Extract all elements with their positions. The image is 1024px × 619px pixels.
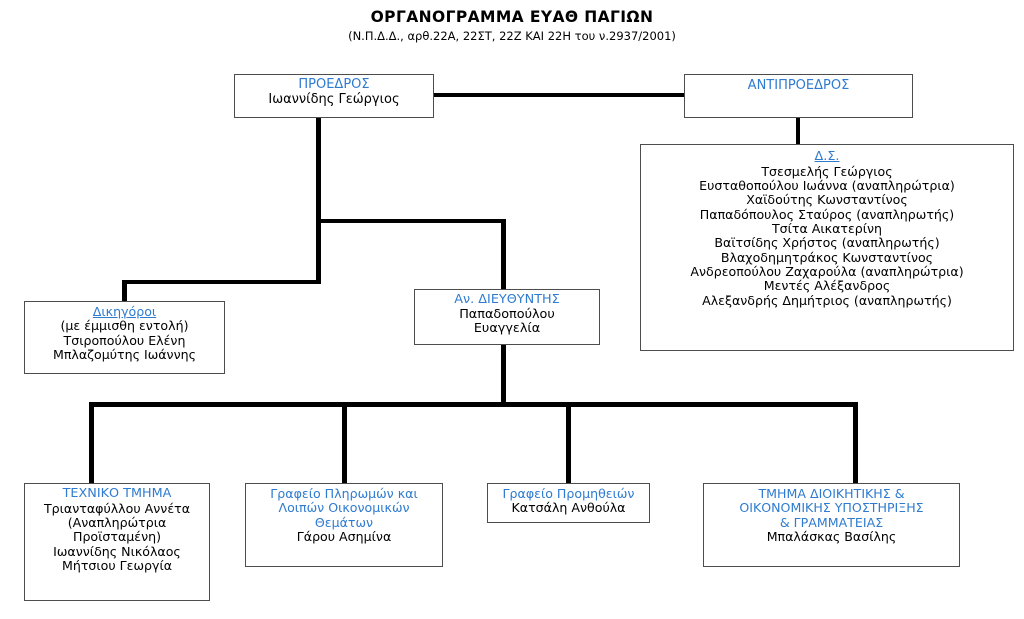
node-technical-department-member: Μήτσιου Γεωργία [61, 557, 173, 573]
connector-trunk-to-lawyers-vertical [122, 280, 127, 302]
node-board-member: Βλαχοδημητράκος Κωνσταντίνος [720, 249, 934, 265]
node-administrative-department-header: ΟΙΚΟΝΟΜΙΚΗΣ ΥΠΟΣΤΗΡΙΞΗΣ [739, 500, 924, 516]
node-administrative-department-header: ΤΜΗΜΑ ΔΙΟΙΚΗΤΙΚΗΣ & [758, 486, 905, 501]
connector-deputy-to-bus [501, 345, 506, 406]
node-deputy-director-header: Αν. ΔΙΕΥΘΥΝΤΗΣ [454, 292, 560, 307]
node-technical-department-member: Προϊσταμένη) [72, 529, 162, 545]
node-technical-department-member: (Αναπληρώτρια [67, 514, 167, 530]
connector-drop-technical [89, 402, 94, 484]
node-board-member: Ανδρεοπούλου Ζαχαρούλα (αναπληρώτρια) [690, 263, 964, 279]
node-technical-department-member: Τριανταφύλλου Αννέτα [43, 500, 191, 516]
connector-president-trunk [316, 117, 321, 283]
node-supplies-office-header: Γραφείο Προμηθειών [502, 486, 635, 501]
node-board-member: Βαϊτσίδης Χρήστος (αναπληρωτής) [714, 235, 940, 251]
node-board-member: Μεντές Αλέξανδρος [763, 278, 891, 294]
connector-drop-admin [853, 402, 858, 484]
node-lawyers-note: (με έμμισθη εντολή) [60, 318, 189, 334]
node-administrative-department[interactable]: ΤΜΗΜΑ ΔΙΟΙΚΗΤΙΚΗΣ & ΟΙΚΟΝΟΜΙΚΗΣ ΥΠΟΣΤΗΡΙ… [703, 483, 960, 567]
node-payments-office-header: Θεμάτων [314, 514, 374, 530]
node-board-header: Δ.Σ. [814, 149, 840, 164]
node-president[interactable]: ΠΡΟΕΔΡΟΣ Ιωαννίδης Γεώργιος [234, 74, 434, 118]
node-administrative-department-header: & ΓΡΑΜΜΑΤΕΙΑΣ [779, 514, 884, 530]
node-board-member: Παπαδόπουλος Σταύρος (αναπληρωτής) [699, 206, 955, 222]
connector-vicepresident-to-board [796, 118, 800, 145]
node-technical-department-member: Ιωαννίδης Νικόλαος [53, 543, 181, 559]
connector-drop-supplies [566, 402, 571, 484]
node-lawyers-header: Δικηγόροι [92, 304, 157, 319]
node-president-member: Ιωαννίδης Γεώργιος [268, 91, 400, 107]
node-payments-office[interactable]: Γραφείο Πληρωμών και Λοιπών Οικονομικών … [245, 483, 443, 567]
node-president-header: ΠΡΟΕΔΡΟΣ [298, 77, 370, 92]
node-board-member: Ευσταθοπούλου Ιωάννα (αναπληρώτρια) [699, 177, 955, 193]
page-subtitle: (Ν.Π.Δ.Δ., αρθ.22Α, 22ΣΤ, 22Ζ ΚΑΙ 22Η το… [348, 28, 676, 43]
node-payments-office-member: Γάρου Ασημίνα [296, 529, 392, 545]
connector-trunk-to-deputy-vertical [501, 219, 506, 290]
node-payments-office-header: Λοιπών Οικονομικών [278, 500, 410, 516]
connector-trunk-to-lawyers-horizontal [122, 280, 321, 284]
node-board-member: Αλεξανδρής Δημήτριος (αναπληρωτής) [702, 292, 952, 308]
node-lawyers[interactable]: Δικηγόροι (με έμμισθη εντολή) Τσιροπούλο… [24, 301, 225, 374]
node-vice-president-header: ΑΝΤΙΠΡΟΕΔΡΟΣ [747, 78, 850, 93]
page-title: ΟΡΓΑΝΟΓΡΑΜΜΑ ΕΥΑΘ ΠΑΓΙΩΝ [370, 8, 654, 26]
node-payments-office-header: Γραφείο Πληρωμών και [270, 486, 418, 501]
node-deputy-director[interactable]: Αν. ΔΙΕΥΘΥΝΤΗΣ Παπαδοπούλου Ευαγγελία [414, 289, 600, 345]
connector-president-to-vicepresident [433, 93, 685, 97]
node-supplies-office[interactable]: Γραφείο Προμηθειών Κατσάλη Ανθούλα [487, 483, 650, 523]
node-vice-president[interactable]: ΑΝΤΙΠΡΟΕΔΡΟΣ [684, 74, 913, 118]
node-lawyers-member: Τσιροπούλου Ελένη [63, 332, 186, 348]
connector-department-bus [89, 402, 857, 407]
node-board-member: Τσεσμελής Γεώργιος [761, 163, 893, 179]
node-lawyers-member: Μπλαζομύτης Ιωάννης [52, 347, 197, 363]
node-board-member: Χαϊδούτης Κωνσταντίνος [746, 192, 908, 208]
node-deputy-director-member: Ευαγγελία [473, 321, 541, 337]
node-technical-department-header: ΤΕΧΝΙΚΟ ΤΜΗΜΑ [62, 486, 172, 501]
node-board-member: Τσίτα Αικατερίνη [771, 220, 883, 236]
node-board-of-directors[interactable]: Δ.Σ. Τσεσμελής Γεώργιος Ευσταθοπούλου Ιω… [640, 144, 1014, 351]
connector-drop-payments [342, 402, 347, 484]
chart-title-block: ΟΡΓΑΝΟΓΡΑΜΜΑ ΕΥΑΘ ΠΑΓΙΩΝ (Ν.Π.Δ.Δ., αρθ.… [0, 8, 1024, 43]
node-administrative-department-member: Μπαλάσκας Βασίλης [766, 529, 897, 545]
node-deputy-director-member: Παπαδοπούλου [459, 306, 555, 322]
connector-trunk-to-deputy-horizontal [316, 219, 505, 223]
node-technical-department[interactable]: ΤΕΧΝΙΚΟ ΤΜΗΜΑ Τριανταφύλλου Αννέτα (Αναπ… [24, 483, 210, 601]
node-supplies-office-member: Κατσάλη Ανθούλα [511, 500, 626, 516]
